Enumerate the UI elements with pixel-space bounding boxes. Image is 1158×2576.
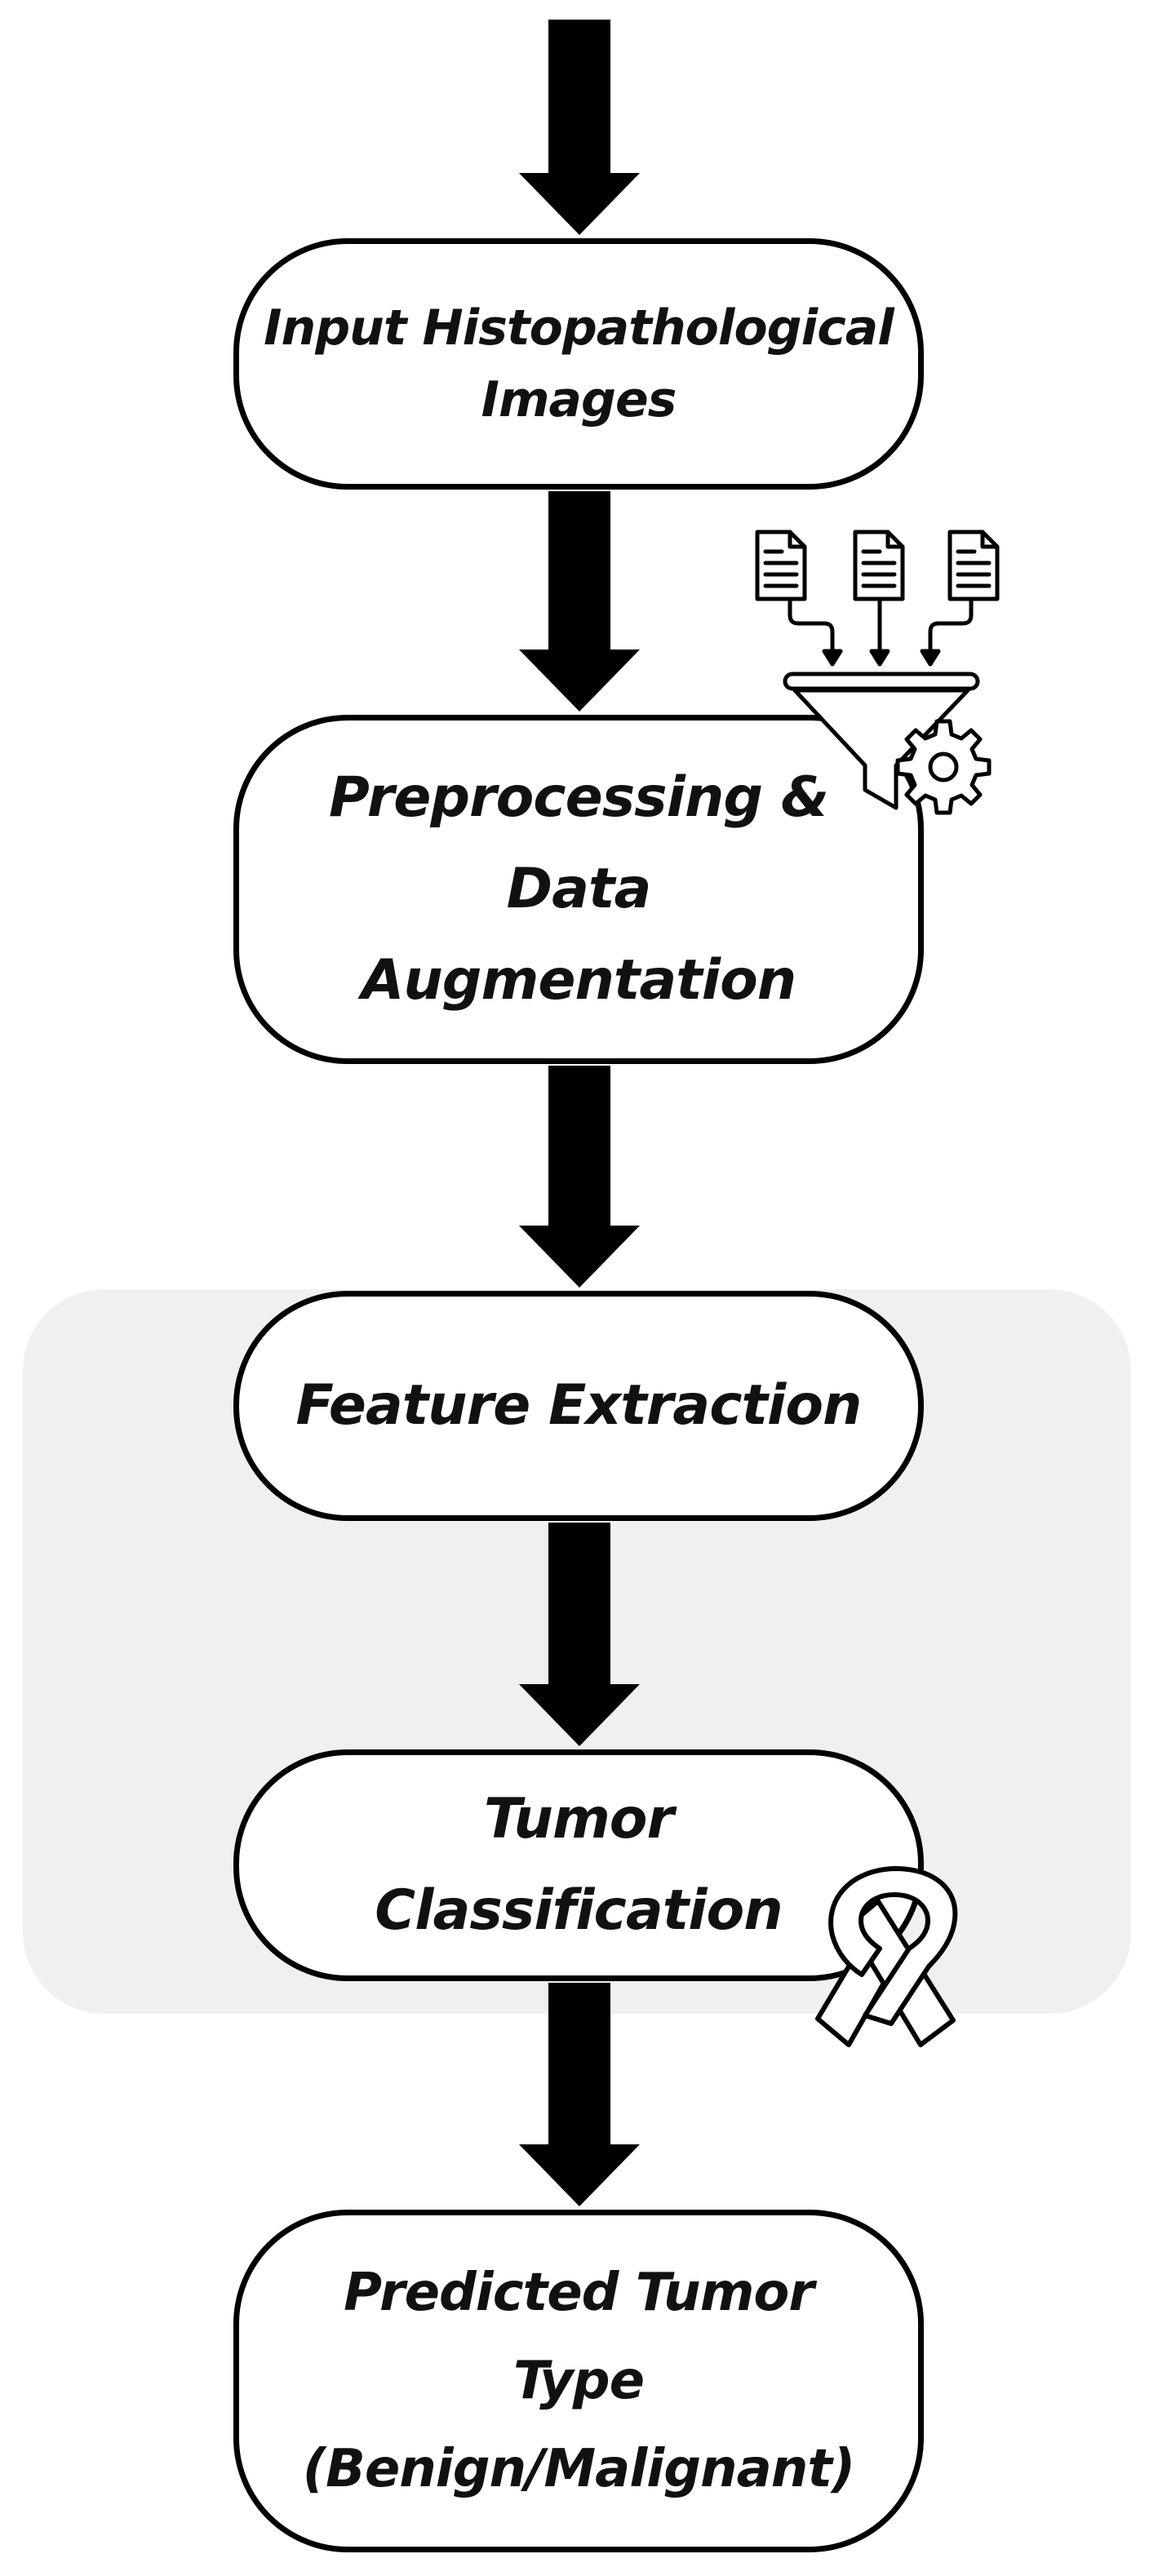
node-preprocessing-label: Preprocessing & Data Augmentation (328, 765, 829, 1013)
node-input-label: Input Histopathological Images (264, 299, 894, 428)
arrow-preprocessing-to-feature (519, 1066, 640, 1288)
node-preprocessing: Preprocessing & Data Augmentation (233, 715, 924, 1064)
node-tumor-classification-label: Tumor Classification (375, 1787, 783, 1943)
node-feature-extraction-label: Feature Extraction (295, 1373, 863, 1438)
arrow-entry (519, 20, 640, 235)
node-input-images: Input Histopathological Images (233, 238, 924, 490)
node-predicted-type: Predicted Tumor Type (Benign/Malignant) (233, 2210, 924, 2552)
arrow-tumor-to-prediction (519, 1983, 640, 2206)
arrow-feature-to-tumor (519, 1523, 640, 1746)
node-predicted-type-label: Predicted Tumor Type (Benign/Malignant) (302, 2263, 855, 2499)
node-tumor-classification: Tumor Classification (233, 1749, 924, 1981)
arrow-input-to-preprocessing (519, 491, 640, 712)
node-feature-extraction: Feature Extraction (233, 1291, 924, 1521)
